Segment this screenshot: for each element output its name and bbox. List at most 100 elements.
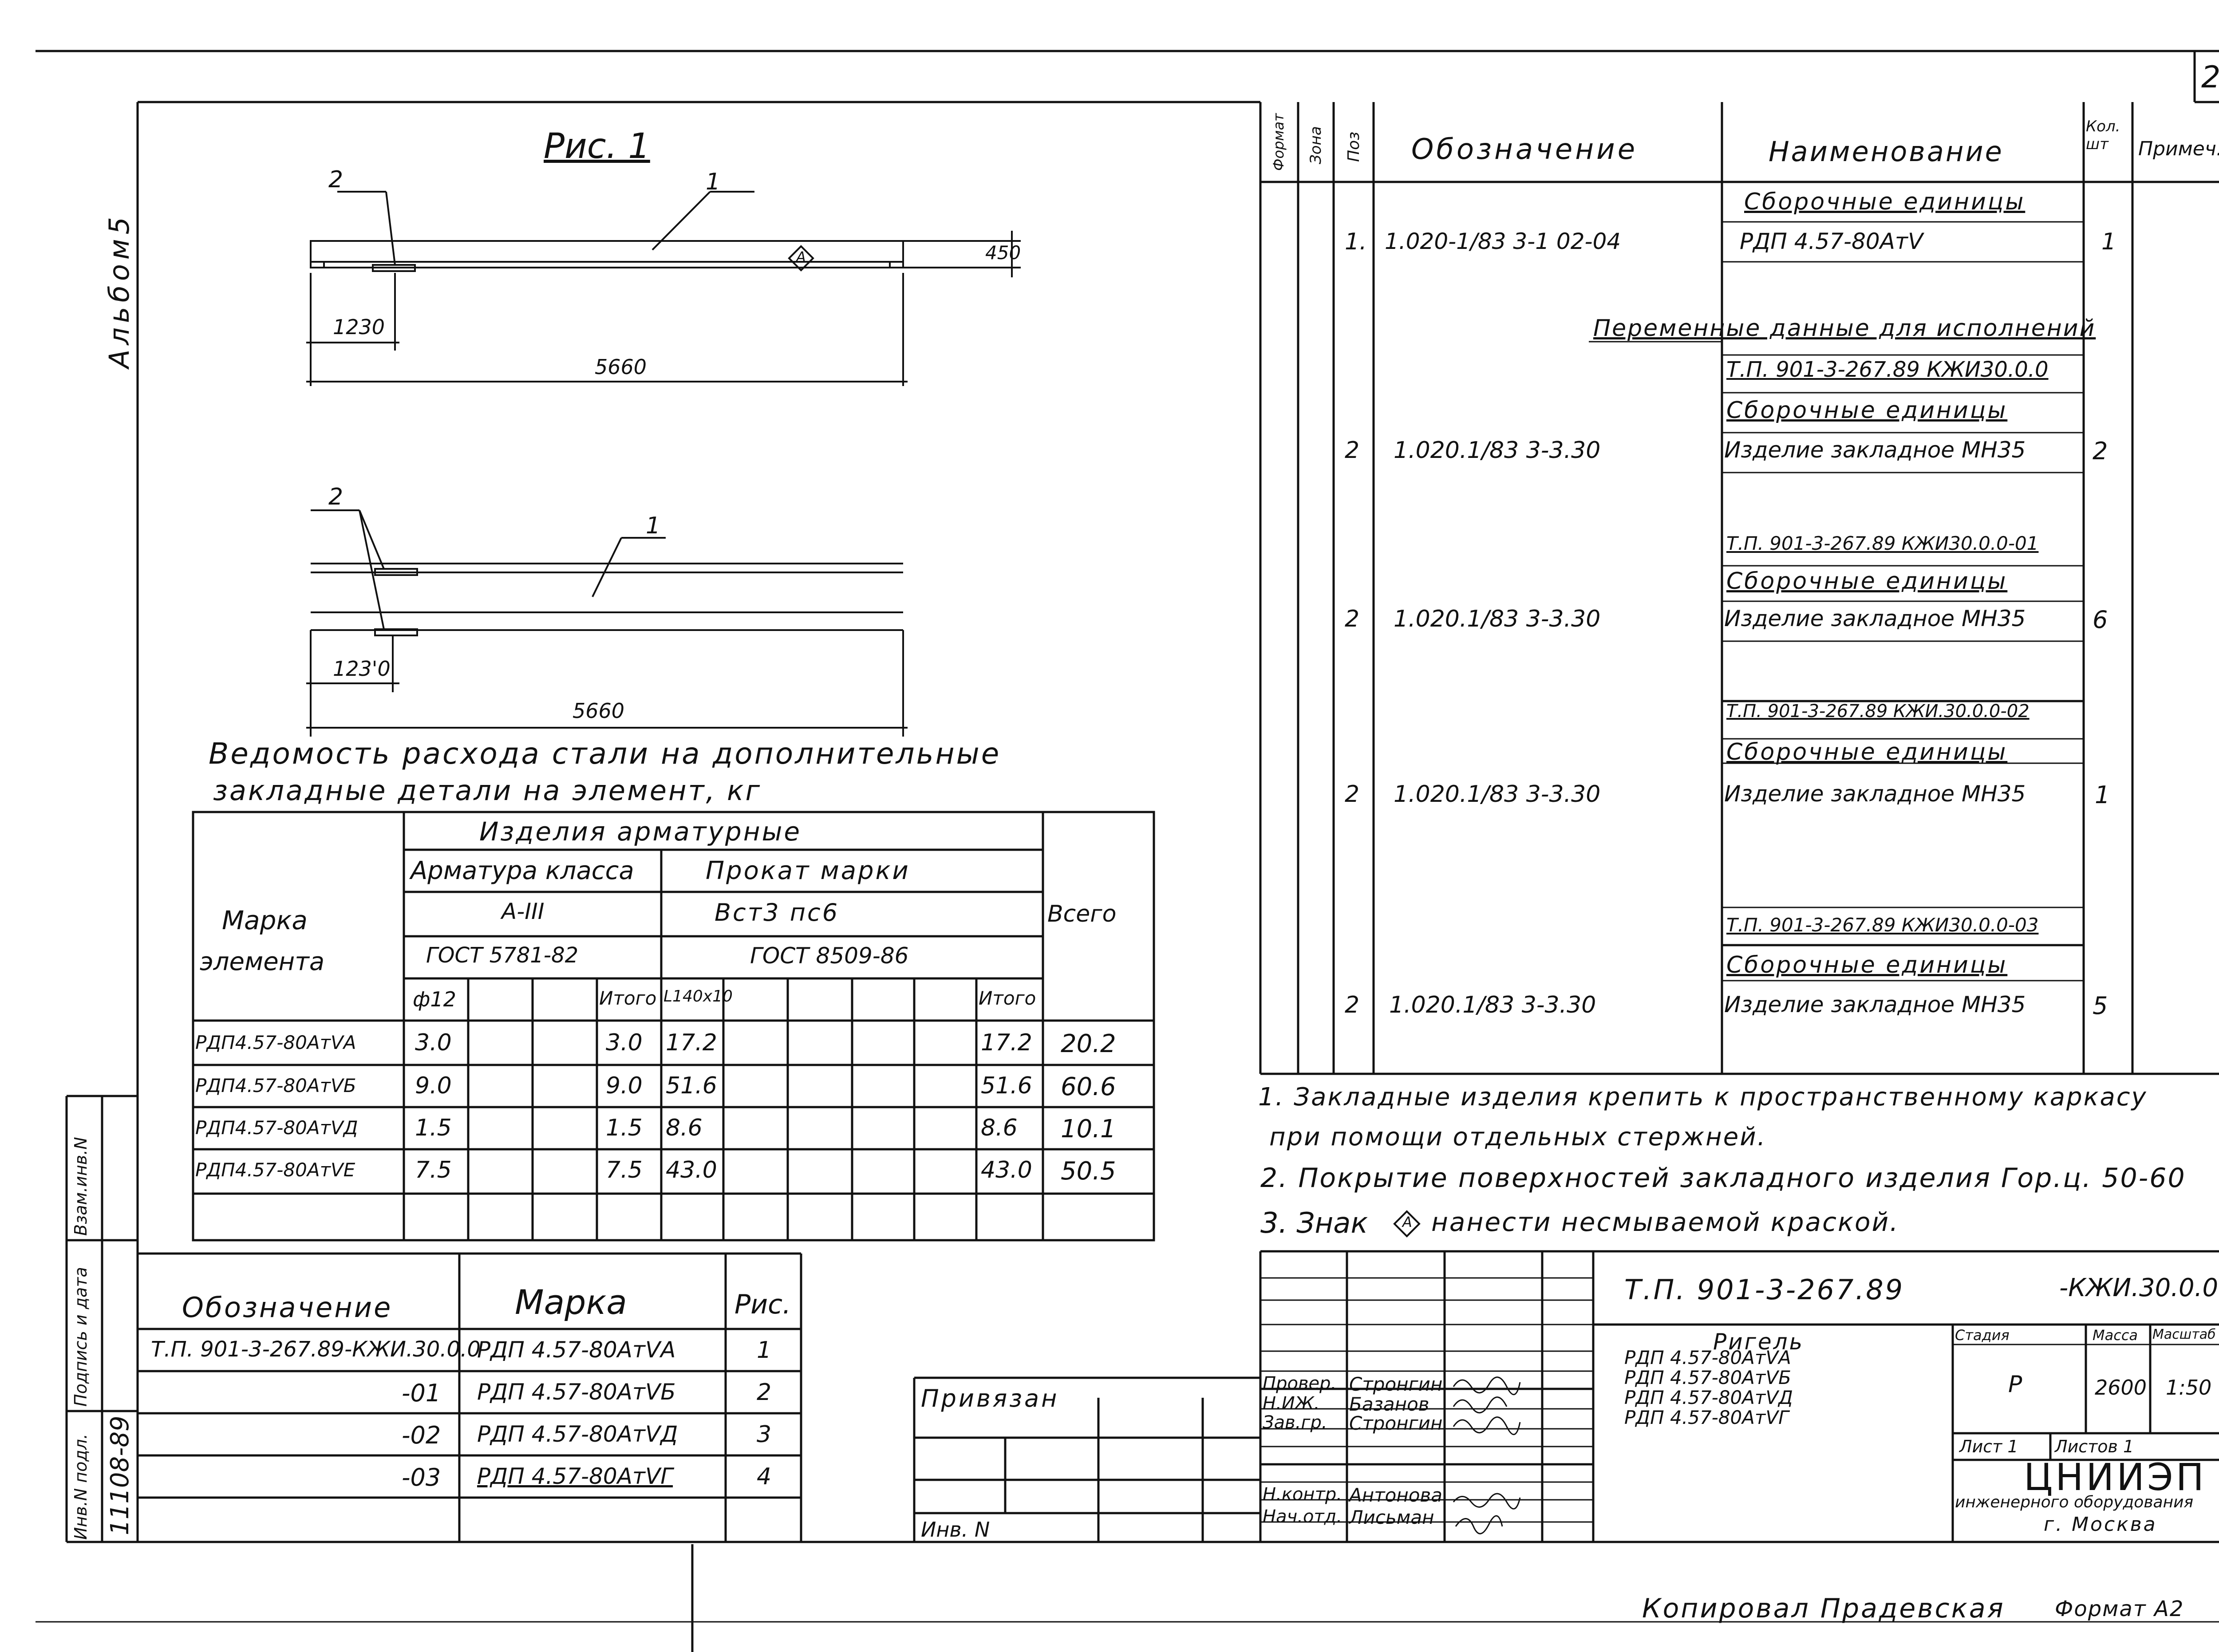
fig1-leader-1: 1	[706, 169, 721, 195]
steel-row-1-itogo2: 17.2	[981, 1029, 1032, 1056]
stamp-inv-podl: Инв.N подл.	[71, 1434, 91, 1540]
note-3-mark: A	[1402, 1214, 1412, 1230]
note-1a: 1. Закладные изделия крепить к пространс…	[1258, 1083, 2148, 1112]
tb-h-masshtab: Масштаб	[2152, 1327, 2216, 1342]
spec-r3-variable: Переменные данные для исполнений	[1593, 315, 2096, 342]
spec-r15-poz: 2	[1345, 992, 1360, 1018]
steel-table-title-2: закладные детали на элемент, кг	[213, 774, 762, 807]
steel-row-2-itogo2: 51.6	[981, 1072, 1032, 1099]
steel-row-3-d12: 1.5	[415, 1115, 452, 1141]
tb-name-2: Базанов	[1349, 1393, 1429, 1415]
fig1-leader-2: 2	[328, 166, 344, 193]
h-angle: L140x10	[663, 987, 733, 1005]
spec-r15-naim: Изделие закладное МН35	[1724, 992, 2026, 1017]
fig1-dim-5660: 5660	[595, 355, 647, 379]
tb-name-line-1: РДП 4.57-80АтVА	[1624, 1347, 1791, 1368]
spec-h-prim: Примеч.	[2138, 138, 2219, 160]
spec-r11-naim: Сборочные единицы	[1726, 739, 2008, 765]
steel-row-3-angle: 8.6	[666, 1115, 703, 1141]
fig2-leader-2: 2	[328, 484, 344, 510]
spec-r14-naim: Сборочные единицы	[1726, 952, 2008, 978]
stamp-vzam: Взам.инв.N	[71, 1137, 91, 1236]
tb-role-3: Зав.гр.	[1263, 1412, 1327, 1433]
spec-h-kol: Кол. шт	[2086, 118, 2120, 153]
spec-h-poz: Поз	[1345, 131, 1363, 162]
spec-r7-naim: Т.П. 901-3-267.89 КЖИ30.0.0-01	[1726, 532, 2039, 554]
desig-row-2-oboz: -01	[402, 1379, 441, 1407]
format-label: Формат А2	[2055, 1597, 2184, 1621]
tb-name-1: Стронгин	[1349, 1373, 1443, 1395]
desig-row-3-ris: 3	[757, 1421, 772, 1448]
tb-name-line-3: РДП 4.57-80АтVД	[1624, 1387, 1793, 1408]
symbol-a-mark-note3	[1393, 1210, 1421, 1238]
tb-listov: Листов 1	[2055, 1437, 2134, 1456]
fig2-leader-1: 1	[646, 513, 661, 539]
note-3a: 3. Знак	[1260, 1207, 1368, 1240]
steel-row-2-angle: 51.6	[666, 1072, 717, 1099]
steel-row-4-mark: РДП4.57-80АтVЕ	[195, 1159, 355, 1181]
desig-row-4-marka: РДП 4.57-80АтVГ	[477, 1463, 673, 1489]
spec-r2-naim: РДП 4.57-80АтV	[1740, 229, 1923, 254]
h-d12: ф12	[413, 987, 456, 1011]
tb-name-5: Лисьман	[1349, 1506, 1434, 1528]
steel-row-1-d12: 3.0	[415, 1029, 452, 1056]
note-2: 2. Покрытие поверхностей закладного изде…	[1260, 1163, 2186, 1194]
tb-name-title: Ригель	[1713, 1329, 1804, 1355]
h-element: элемента	[200, 947, 325, 976]
tb-role-5: Нач.отд.	[1263, 1506, 1342, 1527]
desig-row-2-ris: 2	[757, 1379, 772, 1406]
tb-name-line-2: РДП 4.57-80АтVБ	[1624, 1367, 1791, 1388]
h-class: А-III	[501, 899, 545, 924]
spec-r13-naim: Т.П. 901-3-267.89 КЖИ30.0.0-03	[1726, 914, 2039, 936]
spec-r2-poz: 1.	[1345, 229, 1367, 255]
h-izdelia: Изделия арматурные	[479, 816, 802, 847]
album-label: Альбом5	[103, 213, 135, 368]
spec-r12-oboz: 1.020.1/83 3-3.30	[1394, 781, 1601, 808]
symbol-a-mark-fig1	[788, 245, 814, 272]
steel-row-2-total: 60.6	[1061, 1072, 1116, 1101]
tb-list: Лист 1	[1959, 1437, 2018, 1456]
spec-r9-oboz: 1.020.1/83 3-3.30	[1394, 606, 1601, 632]
tb-role-4: Н.контр.	[1263, 1484, 1342, 1505]
spec-r8-naim: Сборочные единицы	[1726, 568, 2008, 595]
copied-by: Копировал Прадевская	[1642, 1593, 2005, 1624]
desig-row-1-marka: РДП 4.57-80АтVА	[477, 1337, 676, 1363]
desig-row-4-ris: 4	[757, 1463, 772, 1490]
steel-row-1-itogo1: 3.0	[606, 1029, 643, 1056]
tb-massa: 2600	[2095, 1376, 2147, 1400]
signature-scribbles	[1453, 1376, 1521, 1534]
tb-org-sub: инженерного оборудования	[1955, 1493, 2194, 1511]
desig-h-ris: Рис.	[734, 1289, 791, 1320]
stamp-podpis: Подпись и дата	[71, 1267, 91, 1407]
steel-row-3-mark: РДП4.57-80АтVД	[195, 1117, 358, 1139]
steel-row-2-mark: РДП4.57-80АтVБ	[195, 1075, 356, 1096]
desig-row-3-marka: РДП 4.57-80АтVД	[477, 1421, 678, 1447]
stamp-inv-value: 11108-89	[106, 1415, 134, 1535]
h-marka: Марка	[222, 905, 308, 935]
h-vsego: Всего	[1047, 901, 1117, 927]
spec-r6-naim: Изделие закладное МН35	[1724, 437, 2026, 463]
desig-row-1-oboz: Т.П. 901-3-267.89-КЖИ.30.0.0	[151, 1337, 481, 1362]
desig-row-1-ris: 1	[757, 1337, 772, 1364]
spec-r15-oboz: 1.020.1/83 3-3.30	[1389, 992, 1596, 1018]
h-prokat: Прокат марки	[706, 856, 910, 885]
spec-r9-kol: 6	[2093, 606, 2108, 634]
desig-row-3-oboz: -02	[402, 1421, 441, 1449]
steel-table-title-1: Ведомость расхода стали на дополнительны…	[209, 737, 1001, 771]
steel-row-3-itogo2: 8.6	[981, 1115, 1018, 1141]
tb-name-4: Антонова	[1349, 1484, 1442, 1506]
spec-r5-naim: Сборочные единицы	[1726, 397, 2008, 424]
figure-title: Рис. 1	[544, 126, 650, 166]
steel-row-4-itogo1: 7.5	[606, 1157, 643, 1183]
h-itogo1: Итого	[599, 987, 657, 1009]
spec-h-format: Формат	[1270, 113, 1287, 171]
fig1-mark-a: A	[796, 248, 806, 265]
spec-r10-naim: Т.П. 901-3-267.89 КЖИ.30.0.0-02	[1726, 701, 2029, 722]
spec-r12-poz: 2	[1345, 781, 1360, 808]
spec-r6-kol: 2	[2093, 437, 2108, 465]
steel-row-4-d12: 7.5	[415, 1157, 452, 1183]
steel-row-1-angle: 17.2	[666, 1029, 717, 1056]
h-gost1: ГОСТ 5781-82	[426, 943, 579, 968]
sheet-number: 21	[2201, 60, 2219, 95]
